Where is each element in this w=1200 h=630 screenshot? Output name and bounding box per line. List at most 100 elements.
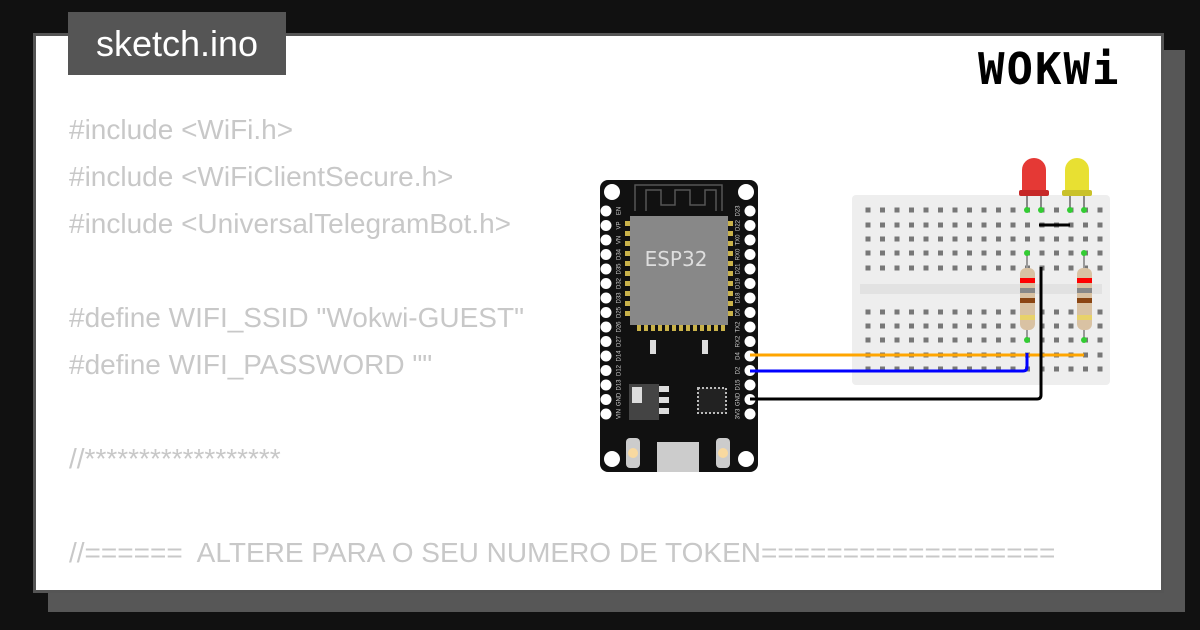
- pin-d15[interactable]: [744, 379, 756, 391]
- breadboard-hole: [952, 250, 958, 256]
- breadboard-hole: [1068, 250, 1074, 256]
- breadboard-hole: [1010, 222, 1016, 228]
- breadboard-hole: [996, 265, 1001, 271]
- pin-d32[interactable]: [600, 278, 612, 289]
- breadboard-hole: [894, 222, 900, 228]
- pin-label: RX2: [736, 335, 742, 347]
- pin-rx2[interactable]: [744, 336, 756, 347]
- breadboard-hole: [938, 309, 943, 315]
- pin-d33[interactable]: [600, 292, 612, 304]
- pin-d35[interactable]: [600, 263, 612, 275]
- pin-label: D33: [617, 292, 623, 304]
- pin-label: D23: [736, 205, 742, 217]
- pin-d25[interactable]: [600, 307, 612, 318]
- pin-d23[interactable]: [744, 205, 756, 217]
- pin-label: GND: [736, 392, 742, 406]
- breadboard-hole: [967, 337, 972, 343]
- breadboard-hole: [1083, 236, 1088, 242]
- pin-d19[interactable]: [744, 278, 756, 289]
- pin-label: 3V3: [736, 408, 742, 419]
- pin-vin[interactable]: [600, 408, 612, 420]
- breadboard-hole: [981, 366, 987, 372]
- breadboard-hole: [1083, 366, 1088, 372]
- pin-d5[interactable]: [744, 307, 756, 318]
- pin-d14[interactable]: [600, 350, 612, 362]
- breadboard-hole: [894, 250, 900, 256]
- breadboard-hole: [1039, 250, 1045, 256]
- breadboard-hole: [1054, 337, 1059, 343]
- breadboard-hole: [981, 337, 987, 343]
- breadboard-hole: [865, 236, 871, 242]
- breadboard-hole: [865, 323, 871, 329]
- breadboard-hole: [996, 207, 1001, 213]
- breadboard-hole: [865, 222, 871, 228]
- breadboard-hole: [1068, 222, 1074, 228]
- breadboard-hole: [981, 323, 987, 329]
- breadboard-hole: [894, 366, 900, 372]
- breadboard-hole: [923, 236, 929, 242]
- breadboard-hole: [1010, 236, 1016, 242]
- pin-en[interactable]: [600, 205, 612, 217]
- breadboard-hole: [923, 250, 929, 256]
- breadboard-hole: [923, 265, 929, 271]
- pin-gnd[interactable]: [600, 394, 612, 405]
- wire-d2-blue: [750, 353, 1029, 373]
- pin-d13[interactable]: [600, 379, 612, 391]
- breadboard-hole: [1097, 236, 1103, 242]
- breadboard-hole: [1010, 207, 1016, 213]
- pin-d21[interactable]: [744, 263, 756, 275]
- usb-port: [657, 442, 699, 472]
- breadboard-hole: [938, 236, 943, 242]
- breadboard-hole: [923, 337, 929, 343]
- breadboard-hole: [923, 309, 929, 315]
- pin-label: D35: [617, 263, 623, 275]
- breadboard-hole: [996, 222, 1001, 228]
- breadboard-hole: [1010, 323, 1016, 329]
- code-line: #include <WiFiClientSecure.h>: [69, 161, 454, 192]
- esp32-chip: [630, 216, 728, 325]
- breadboard-hole: [952, 366, 958, 372]
- breadboard-hole: [938, 207, 943, 213]
- code-line: #include <UniversalTelegramBot.h>: [69, 208, 512, 239]
- breadboard-hole: [880, 222, 885, 228]
- breadboard-hole: [1097, 337, 1103, 343]
- breadboard-hole: [1097, 222, 1103, 228]
- pin-d27[interactable]: [600, 336, 612, 347]
- connected-pin-marker: [1024, 337, 1030, 343]
- pin-rx0[interactable]: [744, 249, 756, 260]
- pin-d12[interactable]: [600, 365, 612, 376]
- pin-d18[interactable]: [744, 292, 756, 304]
- pin-label: D2: [736, 366, 742, 374]
- pin-label: D21: [736, 263, 742, 275]
- breadboard-hole: [1097, 309, 1103, 315]
- breadboard-hole: [1039, 236, 1045, 242]
- breadboard-hole: [1054, 207, 1059, 213]
- breadboard-hole: [909, 250, 914, 256]
- pin-vp[interactable]: [600, 220, 612, 231]
- breadboard-hole: [909, 222, 914, 228]
- breadboard-hole: [894, 265, 900, 271]
- led-yellow: [1062, 158, 1092, 210]
- breadboard-hole: [1097, 323, 1103, 329]
- pin-d34[interactable]: [600, 249, 612, 260]
- pin-label: D34: [617, 248, 623, 260]
- breadboard-hole: [996, 337, 1001, 343]
- pin-label: EN: [617, 207, 623, 215]
- pin-label: D32: [617, 277, 623, 289]
- pin-vn[interactable]: [600, 234, 612, 246]
- pin-3v3[interactable]: [744, 408, 756, 420]
- file-name-badge: sketch.ino: [68, 12, 286, 75]
- resistor-1: [1020, 253, 1035, 340]
- breadboard-hole: [894, 323, 900, 329]
- pin-label: D13: [617, 379, 623, 391]
- pin-d26[interactable]: [600, 321, 612, 333]
- pin-tx0[interactable]: [744, 234, 756, 246]
- pin-tx2[interactable]: [744, 321, 756, 333]
- breadboard-hole: [967, 207, 972, 213]
- breadboard-hole: [923, 323, 929, 329]
- breadboard-hole: [967, 309, 972, 315]
- code-line: //====== ALTERE PARA O SEU NUMERO DE TOK…: [69, 537, 1056, 568]
- chip-label: ESP32: [645, 247, 708, 271]
- pin-label: VN: [617, 236, 623, 244]
- pin-d22[interactable]: [744, 220, 756, 231]
